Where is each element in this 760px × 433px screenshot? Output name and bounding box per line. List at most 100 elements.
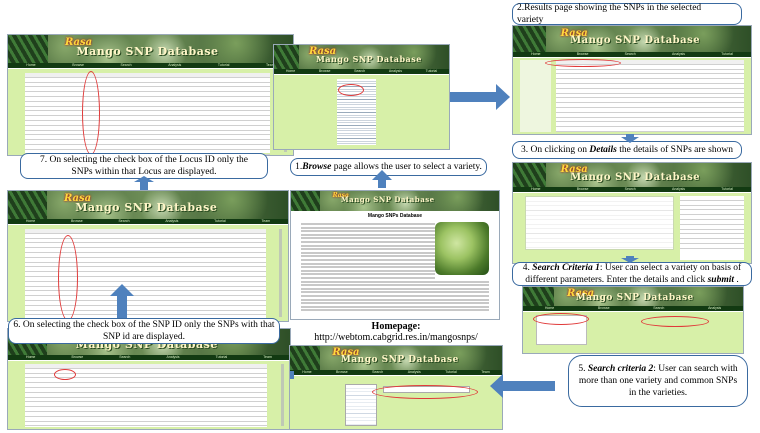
nav-search[interactable]: Search [120,63,132,67]
arrow-browse-to-results [450,84,510,110]
nav-home[interactable]: Home [26,355,36,359]
nav-browse[interactable]: Browse [576,52,589,56]
nav-home[interactable]: Home [531,52,541,56]
nav-search[interactable]: Search [118,219,130,223]
nav-home[interactable]: Home [285,69,296,73]
nav-analysis[interactable]: Analysis [165,219,179,223]
site-logo: Rasa [560,164,588,176]
site-logo: Rasa [567,288,595,300]
site-title: Mango SNP Database [75,201,218,215]
nav-home[interactable]: Home [302,370,312,374]
nav-home[interactable]: Home [25,219,36,223]
caption-step-7: 7. On selecting the check box of the Loc… [20,153,268,179]
scrollbar[interactable] [279,228,283,318]
site-banner: Rasa Mango SNP Database [513,163,751,187]
site-banner: Rasa Mango SNP Database [290,346,502,370]
nav-bar: Home Browse Search Analysis Tutorial [513,187,751,192]
nav-analysis[interactable]: Analysis [708,306,722,310]
variety-highlight [338,84,364,96]
screenshot-snpid-results: Rasa Mango SNP Database Home Browse Sear… [7,190,289,322]
nav-bar: Home Browse Search Analysis Tutorial Tea… [8,63,293,68]
nav-team[interactable]: Team [263,355,272,359]
screenshot-search-page: Rasa Mango SNP Database Home Browse Sear… [289,345,503,430]
variety-field-highlight [533,313,589,325]
results-area [8,225,288,321]
snp-table [679,196,744,260]
nav-browse[interactable]: Browse [336,370,348,374]
site-banner: Rasa Mango SNP Database [274,45,449,69]
nav-search[interactable]: Search [354,69,366,73]
nav-search[interactable]: Search [624,52,636,56]
snp-id-highlight [54,369,76,380]
site-title: Mango SNP Database [76,45,219,59]
results-area [513,58,751,134]
homepage-label-title: Homepage: [371,321,421,332]
screenshot-homepage: Rasa Mango SNP Database Mango SNPs Datab… [290,190,500,320]
screenshot-details: Rasa Mango SNP Database Home Browse Sear… [512,162,752,264]
nav-bar: Home Browse Search Analysis Tutorial Tea… [8,355,290,360]
homepage-url[interactable]: http://webtom.cabgrid.res.in/mangosnps/ [314,332,478,343]
snp-table [25,73,271,155]
nav-search[interactable]: Search [624,187,636,191]
nav-browse[interactable]: Browse [597,306,610,310]
nav-browse[interactable]: Browse [318,69,331,73]
nav-team[interactable]: Team [261,219,271,223]
caption-step-1: 1.Browse page allows the user to select … [290,158,487,176]
scrollbar[interactable] [281,363,285,427]
homepage-label: Homepage: http://webtom.cabgrid.res.in/m… [296,321,496,343]
screenshot-search-criteria-1: Rasa Mango SNP Database Home Browse Sear… [522,286,744,354]
nav-analysis[interactable]: Analysis [671,52,686,56]
nav-bar: Home Browse Search Analysis Tutorial Tea… [8,219,288,224]
nav-tutorial[interactable]: Tutorial [721,52,733,56]
homepage-text [301,223,435,281]
nav-tutorial[interactable]: Tutorial [445,370,457,374]
site-logo: Rasa [309,46,337,58]
nav-bar: Home Browse Search Analysis [523,306,743,311]
site-logo: Rasa [560,27,588,39]
screenshot-results: Rasa Mango SNP Database Home Browse Sear… [512,25,752,135]
site-logo: Rasa [64,192,92,204]
nav-team[interactable]: Team [481,370,490,374]
caption-step-3: 3. On clicking on Details the details of… [512,141,742,159]
nav-team[interactable]: Team [266,63,275,67]
site-title: Mango SNP Database [575,292,694,303]
nav-analysis[interactable]: Analysis [168,63,182,67]
nav-browse[interactable]: Browse [71,219,83,223]
results-area [8,361,290,429]
details-popup [524,196,675,250]
nav-home[interactable]: Home [544,306,555,310]
nav-tutorial[interactable]: Tutorial [215,355,228,359]
nav-analysis[interactable]: Analysis [671,187,686,191]
caption-step-6: 6. On selecting the check box of the SNP… [8,318,280,344]
screenshot-browse: Rasa Mango SNP Database Home Browse Sear… [273,44,450,150]
caption-step-4: 4. Search Criteria 1: User can select a … [512,262,752,286]
nav-search[interactable]: Search [119,355,131,359]
mango-image [434,221,489,276]
nav-bar: Home Browse Search Analysis Tutorial Tea… [290,370,502,375]
site-banner: Rasa Mango SNP Database [523,287,743,306]
search-form-area [290,376,502,429]
nav-home[interactable]: Home [26,63,36,67]
nav-search[interactable]: Search [653,306,665,310]
variety-sidebar[interactable] [520,60,552,132]
nav-analysis[interactable]: Analysis [388,69,402,73]
site-logo: Rasa [65,36,93,48]
nav-search[interactable]: Search [372,370,384,374]
nav-tutorial[interactable]: Tutorial [721,187,733,191]
nav-home[interactable]: Home [531,187,541,191]
nav-tutorial[interactable]: Tutorial [214,219,226,223]
screenshot-locus-results: Rasa Mango SNP Database Home Browse Sear… [7,34,294,156]
nav-browse[interactable]: Browse [72,63,84,67]
site-title: Mango SNP Database [340,354,459,365]
nav-browse[interactable]: Browse [576,187,589,191]
site-banner: Rasa Mango SNP Database [513,26,751,52]
nav-bar: Home Browse Search Analysis Tutorial [513,52,751,57]
nav-tutorial[interactable]: Tutorial [217,63,230,67]
caption-step-5: 5. Search criteria 2: User can search wi… [568,355,748,407]
variety-multiselect[interactable] [345,384,377,426]
nav-browse[interactable]: Browse [71,355,84,359]
nav-analysis[interactable]: Analysis [166,355,180,359]
nav-analysis[interactable]: Analysis [407,370,421,374]
site-banner: Rasa Mango SNP Database [291,191,499,212]
nav-tutorial[interactable]: Tutorial [425,69,438,73]
